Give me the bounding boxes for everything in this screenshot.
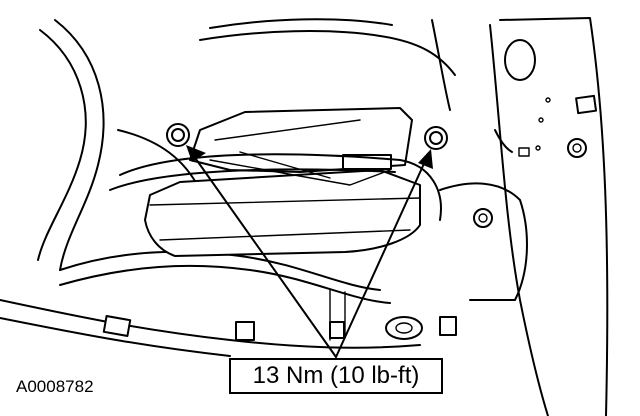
torque-label: 13 Nm (10 lb-ft) [252, 362, 420, 389]
bolt-left [166, 123, 190, 147]
torque-callout: 13 Nm (10 lb-ft) [229, 358, 443, 394]
door-inner-panel [0, 17, 609, 416]
figure-id: A0008782 [16, 377, 94, 396]
bolt-right [424, 126, 448, 150]
leader-lines [186, 145, 433, 358]
window-regulator-motor [109, 107, 442, 257]
wiring-harness [59, 129, 391, 341]
